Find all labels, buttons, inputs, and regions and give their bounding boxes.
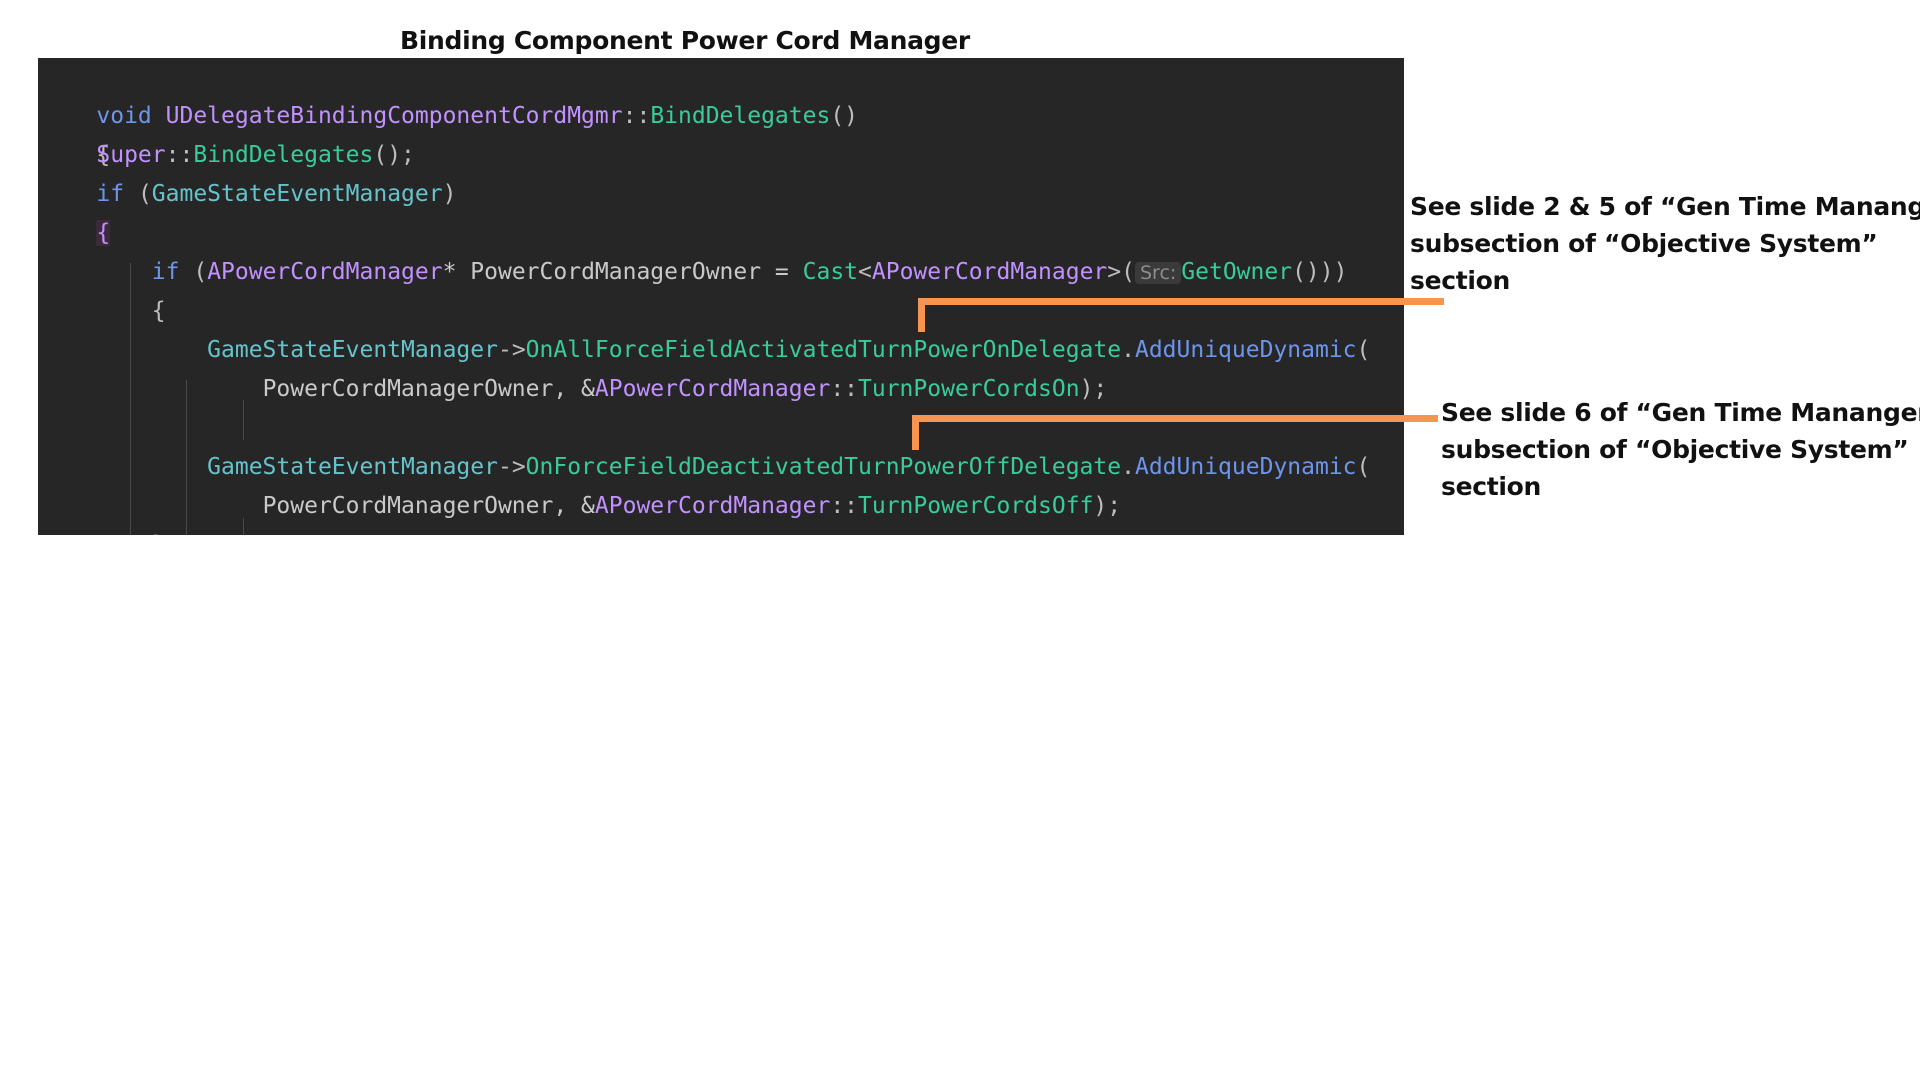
page-title: Binding Component Power Cord Manager: [400, 26, 970, 55]
matching-brace-highlight: {: [96, 220, 111, 246]
code-line-9: PowerCordManagerOwner, &APowerCordManage…: [262, 376, 1108, 402]
indent-guide: [130, 263, 131, 535]
callout-note-1: See slide 2 & 5 of “Gen Time Mananger” s…: [1410, 192, 1920, 295]
indent-guide: [243, 400, 244, 440]
code-line-12: }: [41, 526, 166, 535]
indent-guide: [186, 380, 187, 535]
code-editor-panel[interactable]: void UDelegateBindingComponentCordMgmr::…: [38, 58, 1404, 535]
code-line-7: {: [151, 298, 166, 324]
callout-note-2: See slide 6 of “Gen Time Mananger” subse…: [1441, 398, 1920, 501]
code-line-11: PowerCordManagerOwner, &APowerCordManage…: [262, 493, 1122, 519]
callout-connector-1-horizontal: [918, 298, 1444, 305]
code-line-2: {: [96, 142, 111, 168]
code-line-3: Super::BindDelegates();: [96, 142, 415, 168]
code-line-1: void UDelegateBindingComponentCordMgmr::…: [96, 103, 859, 129]
code-line-5: {: [41, 214, 111, 253]
indent-guide: [243, 518, 244, 535]
callout-connector-2-vertical: [912, 415, 919, 450]
callout-connector-1-vertical: [918, 298, 925, 332]
callout-connector-2-horizontal: [912, 415, 1438, 422]
code-line-8: GameStateEventManager->OnAllForceFieldAc…: [207, 337, 1371, 363]
code-line-6: if (APowerCordManager* PowerCordManagerO…: [151, 259, 1348, 285]
parameter-hint: Src:: [1134, 262, 1182, 284]
code-line-4: if (GameStateEventManager): [96, 181, 457, 207]
code-line-10: GameStateEventManager->OnForceFieldDeact…: [207, 454, 1371, 480]
